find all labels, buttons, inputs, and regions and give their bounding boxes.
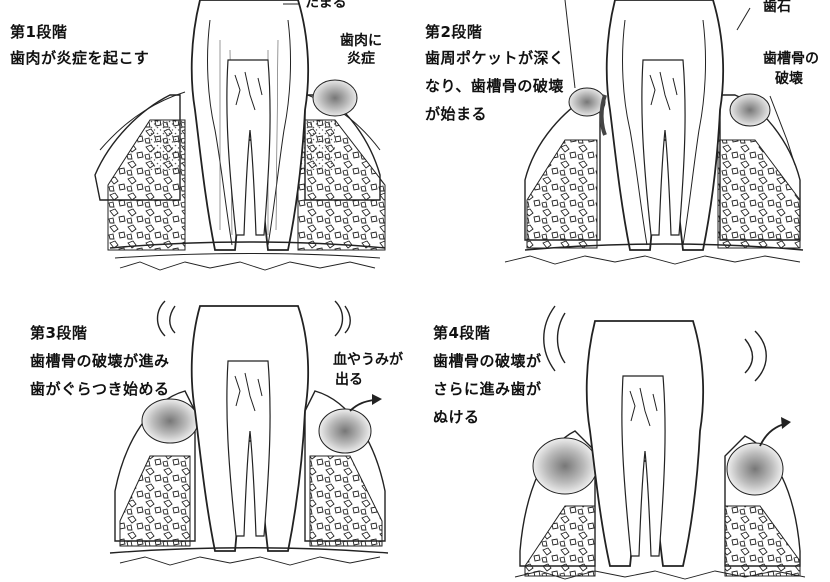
stage-2-annotation-bone-2: 破壊 [775,70,803,88]
stage-1-panel: 第1段階 歯肉が炎症を起こす たまる 歯肉に 炎症 [0,0,415,291]
stage-4-description-line-1: 歯槽骨の破壊が [433,349,542,373]
stage-2-description-line-1: 歯周ポケットが深く [425,46,565,70]
stage-2-description-line-2: なり、歯槽骨の破壊 [425,74,564,98]
stage-3-description-line-2: 歯がぐらつき始める [30,377,170,401]
stage-4-title: 第4段階 [433,321,490,345]
stage-2-description-line-3: が始まる [425,102,487,126]
stage-4-description-line-2: さらに進み歯が [433,377,542,401]
stage-2-annotation-calculus: 歯石 [763,0,791,16]
stage-2-panel: 第2段階 歯周ポケットが深く なり、歯槽骨の破壊 が始まる 歯石 歯槽骨の 破壊 [415,0,830,291]
stage-1-annotation-inflammation: 炎症 [347,50,375,68]
stage-1-annotation-gum: 歯肉に [340,32,382,50]
stage-2-annotation-bone-1: 歯槽骨の [763,50,819,68]
stage-3-description-line-1: 歯槽骨の破壊が進み [30,349,170,373]
stage-1-title: 第1段階 [10,20,67,44]
stage-2-title: 第2段階 [425,20,482,44]
stage-1-description-line-1: 歯肉が炎症を起こす [10,46,149,70]
stage-3-panel: 第3段階 歯槽骨の破壊が進み 歯がぐらつき始める 血やうみが 出る [0,291,415,582]
stage-1-top-label: たまる [305,0,347,12]
stage-3-annotation-blood-pus-1: 血やうみが [333,351,403,369]
stage-3-title: 第3段階 [30,321,87,345]
stage-4-panel: 第4段階 歯槽骨の破壊が さらに進み歯が ぬける [415,291,830,582]
stage-3-annotation-blood-pus-2: 出る [335,371,363,389]
stage-4-description-line-3: ぬける [433,405,480,429]
